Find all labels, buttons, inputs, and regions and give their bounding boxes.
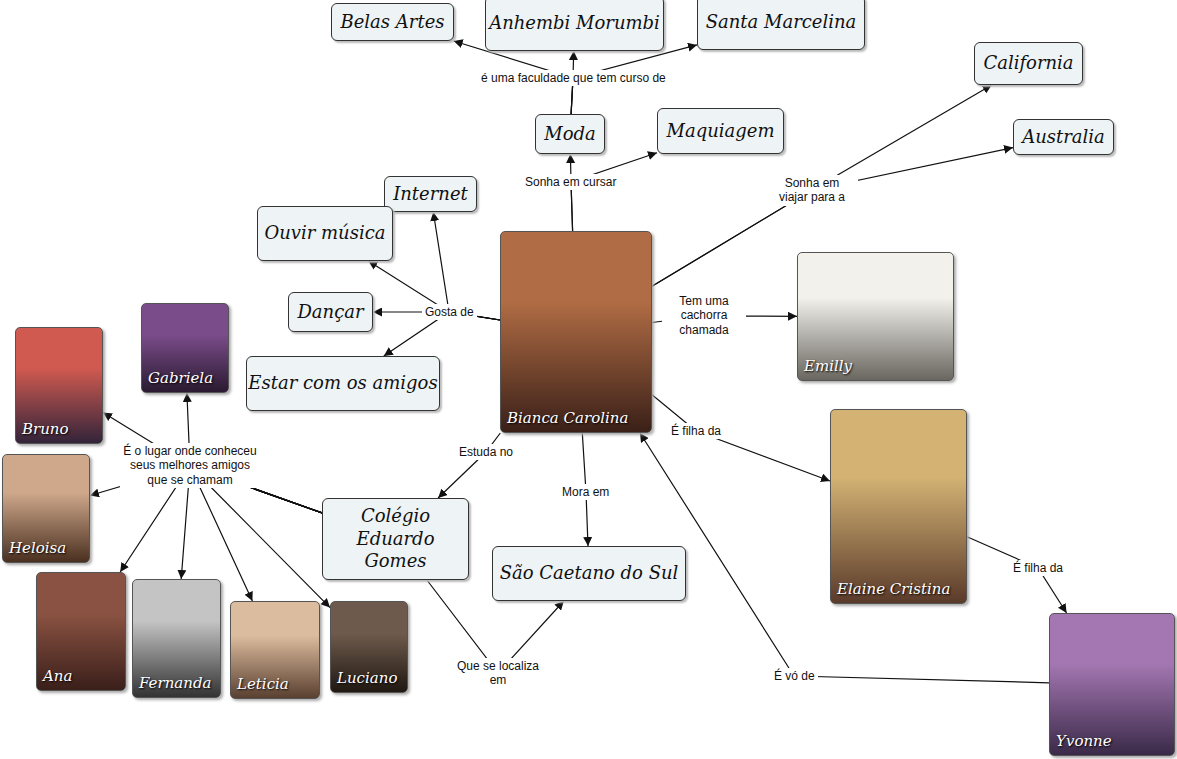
- linking-phrase: Mora em: [559, 484, 612, 500]
- linking-phrase: É o lugar onde conheceu seus melhores am…: [120, 443, 260, 488]
- concept-box: Maquiagem: [657, 108, 784, 154]
- concept-box: Ouvir música: [257, 206, 393, 261]
- photo-name: Leticia: [237, 676, 289, 693]
- concept-text: Santa Marcelina: [706, 11, 857, 34]
- concept-box: Moda: [535, 114, 605, 154]
- linking-phrase: Gosta de: [422, 304, 477, 320]
- photo-node: Ana: [36, 572, 126, 691]
- concept-text: Internet: [393, 183, 468, 206]
- concept-box: Anhembi Morumbi: [485, 0, 664, 51]
- photo-name: Emilly: [804, 358, 852, 375]
- linking-phrase: É filha da: [668, 423, 724, 439]
- concept-box: Internet: [384, 176, 477, 212]
- concept-text: Anhembi Morumbi: [489, 12, 660, 35]
- linking-phrase: Estuda no: [456, 444, 516, 460]
- linking-phrase: Sonha em viajar para a: [766, 175, 858, 206]
- photo-node: Bruno: [15, 327, 103, 444]
- concept-text: Moda: [544, 123, 596, 146]
- photo-node: Emilly: [797, 252, 954, 381]
- link-arrow: [652, 395, 830, 481]
- concept-box: São Caetano do Sul: [492, 546, 686, 601]
- concept-text: Colégio Eduardo Gomes: [331, 505, 460, 573]
- link-arrow: [103, 413, 322, 513]
- link-arrow: [571, 153, 657, 231]
- concept-box: Dançar: [288, 292, 373, 332]
- photo-node: Gabriela: [141, 303, 229, 393]
- photo-name: Yvonne: [1056, 733, 1112, 750]
- concept-box: Australia: [1013, 119, 1114, 155]
- concept-text: California: [983, 52, 1073, 75]
- concept-text: Belas Artes: [340, 11, 444, 34]
- link-arrow: [438, 433, 500, 498]
- photo-node: Heloisa: [2, 454, 90, 563]
- concept-text: Estar com os amigos: [248, 372, 437, 395]
- concept-box: Belas Artes: [331, 3, 454, 41]
- linking-phrase: é uma faculdade que tem curso de: [478, 70, 669, 86]
- photo-node: Leticia: [230, 601, 320, 699]
- concept-box: California: [974, 42, 1083, 85]
- photo-node: Yvonne: [1049, 613, 1175, 756]
- photo-node: Luciano: [330, 601, 408, 693]
- concept-text: Australia: [1022, 126, 1105, 149]
- photo-name: Ana: [43, 668, 72, 685]
- concept-text: Dançar: [297, 301, 363, 324]
- photo-node: Bianca Carolina: [500, 231, 652, 433]
- link-arrow: [967, 537, 1067, 613]
- photo-name: Elaine Cristina: [837, 581, 950, 598]
- concept-box: Estar com os amigos: [246, 356, 440, 411]
- photo-name: Gabriela: [148, 370, 213, 387]
- linking-phrase: Tem uma cachorra chamada: [662, 293, 746, 338]
- concept-box: Colégio Eduardo Gomes: [322, 498, 469, 580]
- photo-name: Luciano: [337, 670, 397, 687]
- photo-name: Fernanda: [139, 675, 211, 692]
- photo-name: Heloisa: [9, 540, 66, 557]
- linking-phrase: Sonha em cursar: [522, 174, 619, 190]
- concept-text: Maquiagem: [666, 120, 774, 143]
- photo-name: Bruno: [22, 421, 69, 438]
- linking-phrase: Que se localiza em: [450, 658, 546, 689]
- photo-name: Bianca Carolina: [507, 410, 628, 427]
- concept-text: São Caetano do Sul: [500, 562, 679, 585]
- linking-phrase: É vó de: [771, 668, 818, 684]
- photo-node: Fernanda: [132, 579, 221, 698]
- photo-node: Elaine Cristina: [830, 409, 967, 604]
- concept-box: Santa Marcelina: [697, 0, 865, 50]
- link-arrow: [368, 261, 500, 320]
- concept-text: Ouvir música: [264, 222, 385, 245]
- linking-phrase: É filha da: [1010, 560, 1066, 576]
